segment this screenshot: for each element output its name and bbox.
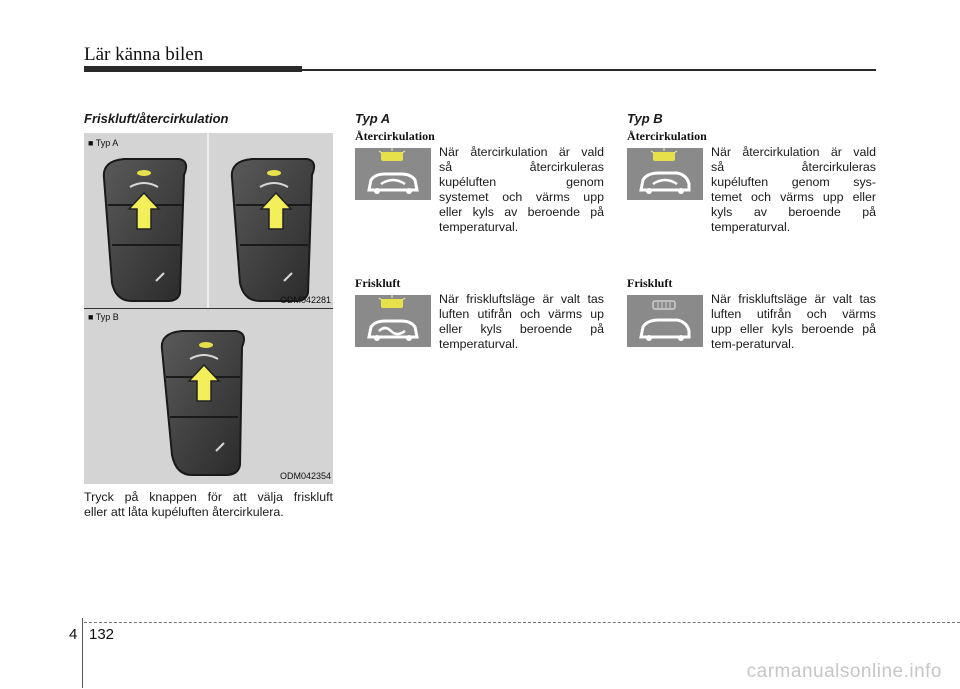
figure-code-b: ODM042354 bbox=[279, 471, 331, 481]
type-b-fresh-text: När friskluftsläge är valt tas luften ut… bbox=[711, 292, 876, 351]
climate-switch-illustration-a bbox=[102, 158, 316, 302]
header-rule-thin bbox=[302, 69, 876, 71]
photo-panel-type-a: ■ Typ A ODM042281 bbox=[84, 133, 333, 308]
type-a-fresh-text: När friskluftsläge är valt tas luften ut… bbox=[439, 292, 604, 351]
recirc-button-image-b bbox=[627, 148, 703, 200]
panel-label-type-b: ■ Typ B bbox=[88, 312, 119, 322]
recirc-button-image-a bbox=[355, 148, 431, 200]
type-a-fresh-heading: Friskluft bbox=[355, 276, 401, 290]
chapter-number: 4 bbox=[69, 626, 78, 643]
type-a-recirc-heading: Återcirkulation bbox=[355, 129, 435, 143]
left-body-text: Tryck på knappen för att välja friskluft… bbox=[84, 490, 333, 519]
footer-divider bbox=[82, 618, 83, 688]
type-a-heading: Typ A bbox=[355, 111, 391, 126]
climate-switch-illustration-b bbox=[160, 330, 245, 476]
type-b-heading: Typ B bbox=[627, 111, 663, 126]
photo-panel-type-b: ■ Typ B ODM042354 bbox=[84, 309, 333, 484]
type-a-recirc-text: När återcirkulation är vald så återcirku… bbox=[439, 145, 604, 234]
watermark: carmanualsonline.info bbox=[746, 661, 942, 682]
panel-label-type-a: ■ Typ A bbox=[88, 138, 119, 148]
fresh-button-image-a bbox=[355, 295, 431, 347]
fresh-button-image-b bbox=[627, 295, 703, 347]
figure-code-a: ODM042281 bbox=[279, 295, 331, 305]
type-b-recirc-heading: Återcirkulation bbox=[627, 129, 707, 143]
section-heading: Friskluft/återcirkulation bbox=[84, 111, 229, 126]
page-number: 132 bbox=[89, 626, 115, 643]
type-b-recirc-text: När återcirkulation är vald så återcirku… bbox=[711, 145, 876, 234]
footer-rule bbox=[84, 622, 960, 623]
header-rule-thick bbox=[84, 66, 302, 72]
chapter-title: Lär känna bilen bbox=[84, 44, 204, 65]
type-b-fresh-heading: Friskluft bbox=[627, 276, 673, 290]
